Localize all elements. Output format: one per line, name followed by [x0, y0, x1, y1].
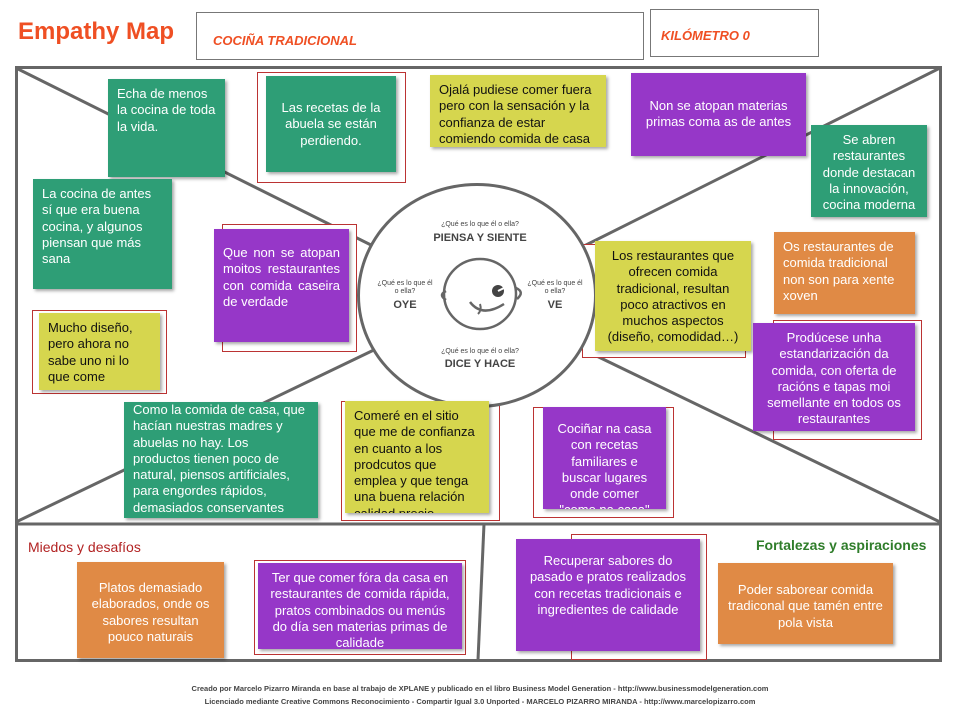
note-innovation-restaurants: Se abren restaurantes donde destacan la … — [811, 125, 927, 217]
context-box: KILÓMETRO 0 — [650, 9, 819, 57]
footer-credit: Creado por Marcelo Pizarro Miranda en ba… — [191, 684, 769, 693]
face-icon — [440, 257, 522, 331]
empathy-circle: ¿Qué es lo que él o ella? PIENSA Y SIENT… — [357, 183, 597, 408]
note-eat-out-like-home: Ojalá pudiese comer fuera pero con la se… — [430, 75, 606, 147]
note-raw-materials: Non se atopan materias primas coma as de… — [631, 73, 806, 156]
note-no-homemade-restaurants: Que non se atopan moitos restaurantes co… — [214, 229, 349, 342]
pain-elaborate-dishes: Platos demasiado elaborados, onde os sab… — [77, 562, 224, 658]
think-feel-label: PIENSA Y SIENTE — [433, 232, 527, 244]
note-cook-at-home: Cociñar na casa con recetas familiares e… — [543, 407, 666, 509]
note-standardization: Prodúcese unha estandarización da comida… — [753, 323, 915, 431]
note-not-for-young: Os restaurantes de comida tradicional no… — [774, 232, 915, 314]
gain-enjoy-visually: Poder saborear comida tradiconal que tam… — [718, 563, 893, 644]
see-label: VE — [547, 299, 563, 311]
subject-label: COCIÑA TRADICIONAL — [213, 33, 357, 48]
see-question: ¿Qué es lo que él o ella? — [525, 280, 585, 297]
note-too-much-design: Mucho diseño, pero ahora no sabe uno ni … — [39, 313, 160, 390]
note-trust-quality-price: Comeré en el sitio que me de confianza e… — [345, 401, 489, 513]
see-question-text: ¿Qué es lo que él o ella? — [527, 280, 583, 296]
hear-label: OYE — [393, 299, 417, 311]
pain-fast-food: Ter que comer fóra da casa en restaurant… — [258, 563, 462, 649]
pains-label: Miedos y desafíos — [28, 539, 141, 555]
context-label: KILÓMETRO 0 — [661, 28, 750, 43]
hear-question-text: ¿Qué es lo que él o ella? — [377, 280, 433, 296]
say-question: ¿Qué es lo que él o ella? — [441, 348, 519, 355]
gains-label: Fortalezas y aspiraciones — [756, 537, 927, 553]
gain-recover-flavours: Recuperar sabores do pasado e pratos rea… — [516, 539, 700, 651]
map-frame — [15, 66, 942, 662]
note-grandma-recipes: Las recetas de la abuela se están perdie… — [266, 76, 396, 172]
note-traditional-unattractive: Los restaurantes que ofrecen comida trad… — [595, 241, 751, 351]
think-question: ¿Qué es lo que él o ella? — [441, 221, 519, 228]
hear-question: ¿Qué es lo que él o ella? — [375, 280, 435, 297]
note-old-cooking-healthier: La cocina de antes sí que era buena coci… — [33, 179, 172, 289]
note-misses-old-cooking: Echa de menos la cocina de toda la vida. — [108, 79, 225, 177]
say-do-label: DICE Y HACE — [444, 358, 516, 370]
footer-license: Licenciado mediante Creative Commons Rec… — [204, 697, 756, 706]
subject-box: COCIÑA TRADICIONAL — [196, 12, 644, 60]
page-title: Empathy Map — [18, 18, 175, 45]
note-like-home-food: Como la comida de casa, que hacían nuest… — [124, 402, 318, 518]
